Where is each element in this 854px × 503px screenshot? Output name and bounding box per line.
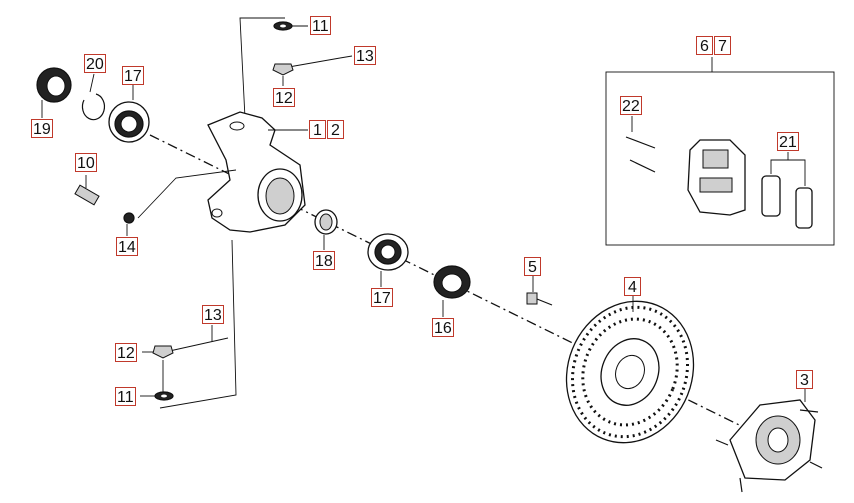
washer-11-bottom-hole [161, 394, 167, 398]
pin-22-b [629, 159, 656, 173]
bleeder-10 [74, 184, 100, 206]
bracket-bottom [159, 239, 237, 409]
callout-3: 3 [796, 370, 813, 389]
nut-12-bottom [152, 345, 174, 359]
callout-19: 19 [31, 119, 53, 138]
bearing-17-mid-bore [380, 244, 396, 260]
pad-21-b [795, 187, 813, 229]
callout-4: 4 [624, 277, 641, 296]
circlip-20 [81, 93, 106, 121]
nut-12-top [272, 63, 294, 76]
leader-20 [89, 73, 95, 93]
bracket-top [239, 17, 285, 119]
callout-13-top: 13 [354, 46, 376, 65]
pin-22-a [625, 136, 656, 149]
callout-21: 21 [777, 132, 799, 151]
callout-18: 18 [313, 251, 335, 270]
washer-14 [123, 212, 135, 224]
brake-disc-4 [565, 300, 695, 444]
bolt-5-shank [536, 298, 553, 306]
bolt-13-bottom-shaft [164, 337, 229, 353]
caliper-box [605, 71, 835, 246]
callout-17-left: 17 [122, 66, 144, 85]
seal-16-bore [441, 273, 463, 293]
callout-22: 22 [620, 96, 642, 115]
callout-11-bottom: 11 [115, 387, 136, 406]
callout-5: 5 [524, 257, 541, 276]
bleeder-bracket [137, 169, 237, 219]
knuckle-lower-hole [211, 208, 223, 218]
seal-19-bore [46, 75, 66, 97]
leader-13-top [339, 55, 353, 59]
callout-16: 16 [432, 318, 454, 337]
callout-2: 2 [327, 120, 344, 139]
callout-1: 1 [309, 120, 326, 139]
callout-6: 6 [696, 36, 713, 55]
knuckle-bore-inner [265, 177, 295, 215]
hub-3 [715, 399, 823, 493]
callout-12-top: 12 [273, 88, 295, 107]
callout-11-top: 11 [310, 16, 331, 35]
washer-11-top-hole [280, 24, 286, 28]
pad-21-a [761, 175, 781, 217]
callout-13-bottom: 13 [202, 305, 224, 324]
bolt-5-head [526, 292, 538, 305]
callout-12-bottom: 12 [115, 343, 137, 362]
callout-14: 14 [116, 237, 138, 256]
bearing-17-left-bore [120, 115, 138, 133]
knuckle-top-hole [229, 121, 245, 131]
caliper-body [687, 139, 746, 216]
spacer-18-bore [319, 213, 333, 231]
callout-10: 10 [75, 153, 97, 172]
callout-7: 7 [714, 36, 731, 55]
callout-17-mid: 17 [371, 288, 393, 307]
bolt-13-top-shaft [282, 57, 341, 69]
callout-20: 20 [84, 54, 106, 73]
